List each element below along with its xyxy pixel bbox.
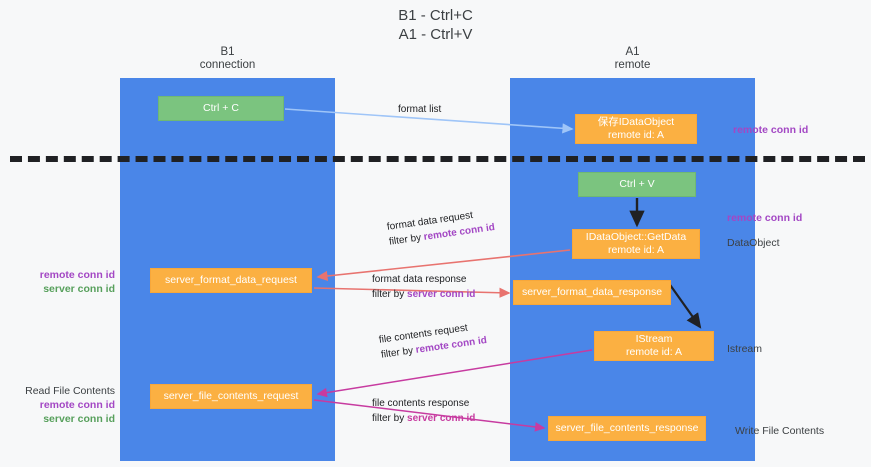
edge-label-format-data-request: format data request filter by remote con… (386, 205, 496, 250)
edge-label-filter-key: server conn id (407, 413, 476, 424)
edge-label-filter-key: server conn id (407, 289, 476, 300)
annotation-remote-conn-id: remote conn id (39, 399, 115, 411)
node-label: server_file_contents_response (555, 422, 699, 434)
edge-label-filter-prefix: filter by (380, 344, 417, 361)
annotation-write-file-contents: Write File Contents (735, 424, 824, 438)
annotation-text: Istream (727, 343, 763, 355)
node-server-file-contents-request[interactable]: server_file_contents_request (150, 384, 312, 409)
annotation-text: Write File Contents (735, 425, 825, 437)
edge-label-line1: format list (398, 104, 442, 115)
node-server-file-contents-response[interactable]: server_file_contents_response (548, 416, 706, 441)
node-label: 保存IDataObject (597, 116, 675, 128)
annotation-dataobject: DataObject (727, 236, 780, 250)
node-server-format-data-response[interactable]: server_format_data_response (513, 280, 671, 305)
node-label: Ctrl + C (203, 102, 239, 114)
node-label: IDataObject::GetData (585, 231, 687, 243)
node-store-idataobject[interactable]: 保存IDataObject remote id: A (575, 114, 697, 144)
annotation-text: remote conn id (727, 212, 803, 224)
edge-label-format-list: format list (398, 102, 441, 117)
column-header-a1: A1 remote (614, 46, 651, 71)
annotation-read-file-contents: Read File Contents (25, 385, 115, 397)
node-sublabel: remote id: A (607, 244, 665, 256)
edge-label-line1: file contents response (372, 398, 470, 409)
node-idataobject-getdata[interactable]: IDataObject::GetData remote id: A (572, 229, 700, 259)
annotation-remote-conn-id-top: remote conn id (733, 123, 808, 137)
edge-label-filter-prefix: filter by (372, 413, 408, 424)
node-sublabel: remote id: A (625, 346, 683, 358)
edge-label-line1: format data response (372, 274, 467, 285)
node-label: server_format_data_response (521, 286, 663, 298)
annotation-remote-conn-id-mid: remote conn id (727, 211, 802, 225)
node-ctrl-v[interactable]: Ctrl + V (578, 172, 696, 197)
node-sublabel: remote id: A (607, 129, 665, 141)
annotation-read-file-contents-group: Read File Contents remote conn id server… (12, 384, 115, 426)
annotation-remote-conn-id: remote conn id (39, 269, 115, 281)
node-istream[interactable]: IStream remote id: A (594, 331, 714, 361)
annotation-text: remote conn id (733, 124, 809, 136)
annotation-istream: Istream (727, 342, 762, 356)
node-label: server_format_data_request (165, 274, 297, 286)
edge-label-filter-prefix: filter by (388, 231, 425, 248)
node-label: Ctrl + V (619, 178, 655, 190)
edge-label-line2: filter by server conn id (372, 287, 475, 302)
edge-label-line2: filter by server conn id (372, 411, 475, 426)
edge-label-file-contents-response: file contents response filter by server … (372, 396, 475, 426)
node-ctrl-c[interactable]: Ctrl + C (158, 96, 284, 121)
annotation-server-conn-id: server conn id (43, 283, 115, 295)
node-label: server_file_contents_request (163, 390, 299, 402)
column-header-b1: B1 connection (199, 46, 256, 71)
annotation-conn-ids-format: remote conn id server conn id (20, 268, 115, 296)
node-label: IStream (635, 333, 673, 345)
edge-label-filter-prefix: filter by (372, 289, 408, 300)
page-title: B1 - Ctrl+C A1 - Ctrl+V (398, 7, 473, 43)
node-server-format-data-request[interactable]: server_format_data_request (150, 268, 312, 293)
annotation-server-conn-id: server conn id (43, 413, 115, 425)
phase-divider (10, 156, 865, 162)
annotation-text: DataObject (727, 237, 780, 249)
edge-label-format-data-response: format data response filter by server co… (372, 272, 475, 302)
edge-label-file-contents-request: file contents request filter by remote c… (378, 318, 488, 363)
